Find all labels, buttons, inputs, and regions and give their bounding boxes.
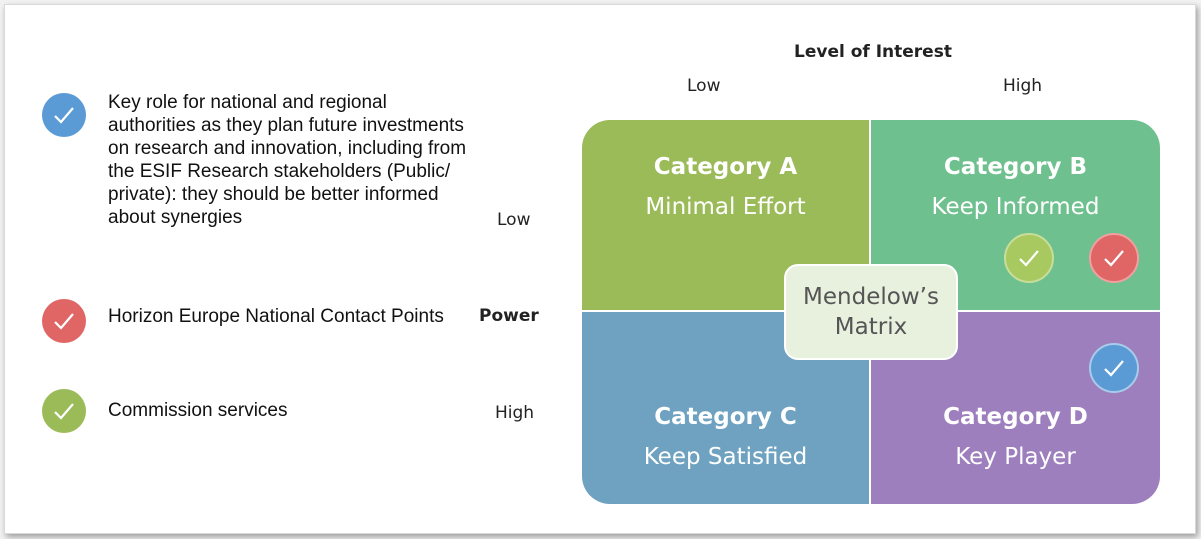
quadrant-title: Category B [943, 154, 1088, 180]
red-check-icon [1089, 233, 1139, 283]
blue-check-icon [1089, 343, 1139, 393]
interest-high-label: High [1003, 76, 1043, 96]
quadrant-title: Category A [653, 154, 798, 180]
legend-item-ncp: Horizon Europe National Contact Points [42, 299, 482, 343]
legend-text: Horizon Europe National Contact Points [108, 306, 444, 327]
quadrant-title: Category C [654, 404, 797, 430]
green-check-icon [1004, 233, 1054, 283]
quadrant-subtitle: Keep Satisfied [643, 444, 808, 470]
center-label-line1: Mendelow’s [803, 284, 939, 310]
quadrant-subtitle: Keep Informed [931, 194, 1100, 220]
mendelow-matrix: Category A Minimal Effort Category B Kee… [582, 120, 1160, 504]
matrix-center-label: Mendelow’s Matrix [784, 264, 958, 360]
quadrant-subtitle: Key Player [955, 444, 1076, 470]
green-check-icon [42, 389, 86, 433]
power-high-label: High [495, 403, 535, 423]
quadrant-category-a: Category A Minimal Effort [582, 120, 871, 312]
interest-low-label: Low [687, 76, 721, 96]
legend-text: Commission services [108, 400, 288, 421]
legend-text: Key role for national and regional autho… [108, 92, 467, 228]
center-label-line2: Matrix [834, 314, 908, 340]
legend-item-commission: Commission services [42, 389, 482, 433]
blue-check-icon [42, 93, 86, 137]
power-low-label: Low [497, 210, 531, 230]
quadrant-subtitle: Minimal Effort [645, 194, 806, 220]
legend-item-authorities: Key role for national and regional autho… [42, 92, 482, 229]
interest-axis-title: Level of Interest [794, 42, 952, 62]
power-axis-title: Power [479, 306, 539, 326]
quadrant-title: Category D [943, 404, 1088, 430]
red-check-icon [42, 299, 86, 343]
